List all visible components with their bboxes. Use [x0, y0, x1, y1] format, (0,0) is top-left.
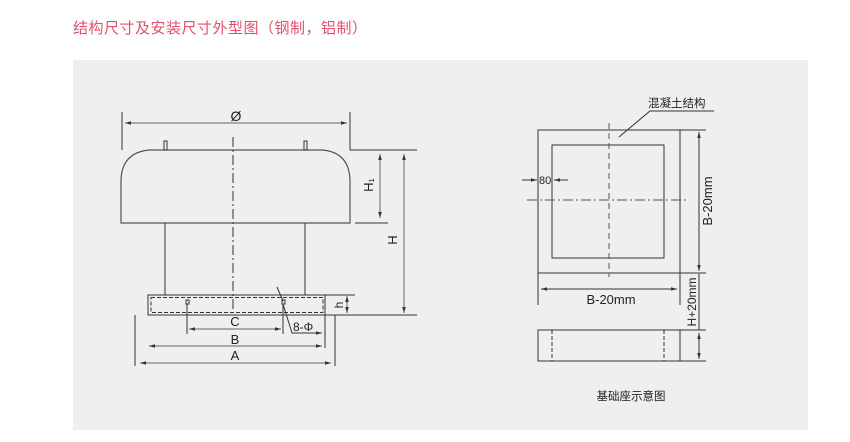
fan-elevation-labels: Ø H₁ H h C B A 8-Φ: [230, 108, 400, 363]
small-h-label: h: [332, 302, 346, 309]
foundation-plan-view: [522, 110, 714, 362]
fan-elevation-view: [120, 112, 417, 366]
width-label: B-20mm: [586, 292, 635, 307]
page-title: 结构尺寸及安装尺寸外型图（钢制，铝制）: [73, 19, 368, 37]
foundation-labels: 混凝土结构 80 B-20mm B-20mm H+20mm 基础座示意图: [539, 96, 715, 403]
h-label: H: [385, 235, 400, 244]
depth-label: B-20mm: [700, 176, 715, 225]
height-label: H+20mm: [685, 277, 699, 326]
a-label: A: [231, 348, 240, 363]
offset-label: 80: [539, 175, 551, 187]
h1-label: H₁: [361, 178, 376, 192]
c-label: C: [230, 314, 239, 329]
diameter-label: Ø: [231, 108, 242, 124]
b-label: B: [231, 332, 240, 347]
holes-label: 8-Φ: [293, 320, 313, 334]
material-label: 混凝土结构: [648, 96, 706, 110]
foundation-caption: 基础座示意图: [597, 389, 666, 403]
